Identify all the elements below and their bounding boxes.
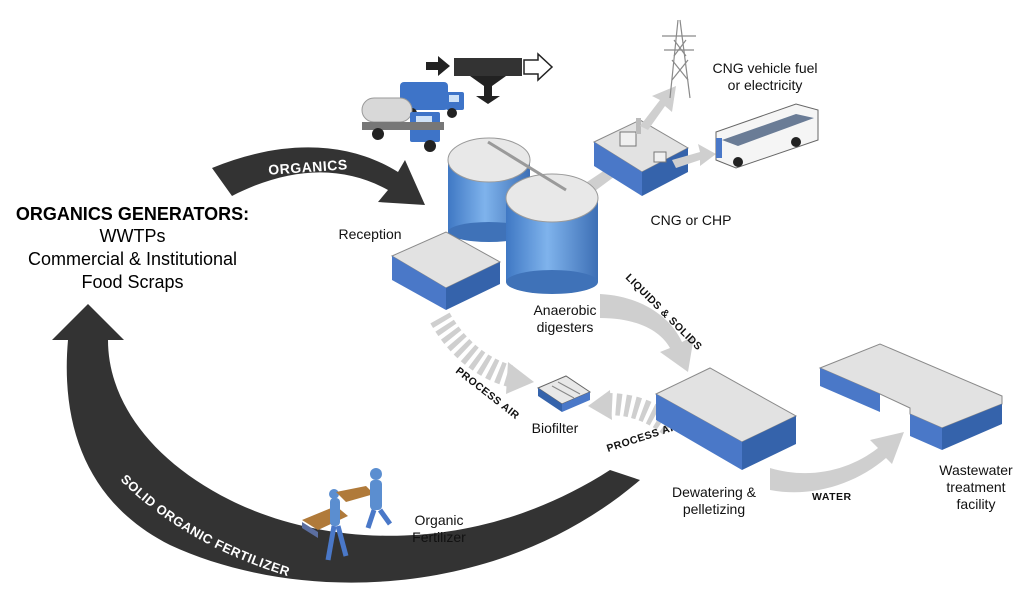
cng-chp-building [592,118,690,196]
anaerobic-label-line2: digesters [536,319,594,335]
water-arrow: WATER [770,432,904,503]
organics-arrow: ORGANICS [212,147,425,205]
generator-item-commercial: Commercial & Institutional [27,249,238,269]
generator-item-food-scraps: Food Scraps [81,272,184,292]
anaerobic-digester-tank-2 [487,140,599,294]
generators-title: ORGANICS GENERATORS: [15,204,250,224]
wastewater-treatment-building [818,343,1003,450]
electricity-arrow [640,86,676,130]
cng-vehicle-fuel-label: CNG vehicle fuel or electricity [710,60,820,94]
dewatering-line1: Dewatering & [671,484,757,500]
cng-vehicle-line1: CNG vehicle fuel [712,60,818,76]
water-label: WATER [812,491,852,503]
wwtp-line3: facility [956,496,996,512]
wwtp-line1: Wastewater [939,462,1013,478]
wastewater-facility-label: Wastewater treatment facility [934,462,1018,513]
organics-generators-block: ORGANICS GENERATORS: WWTPs Commercial & … [0,203,265,294]
biofilter-icon [536,375,592,412]
separator-symbol-icon [426,52,554,104]
anaerobic-label-line1: Anaerobic [533,302,597,318]
power-tower-icon [662,19,696,99]
reception-label: Reception [338,226,402,242]
fertilizer-line2: Fertilizer [412,529,466,545]
anaerobic-digesters-label: Anaerobic digesters [520,302,610,336]
organics-arrow-label: ORGANICS [268,156,348,178]
dewatering-line2: pelletizing [682,501,746,517]
reception-building [390,231,502,310]
cng-vehicle-line2: or electricity [727,77,803,93]
fertilizer-line1: Organic [414,512,464,528]
liquids-solids-arrow: LIQUIDS & SOLIDS [600,272,704,372]
cng-chp-label: CNG or CHP [650,212,732,228]
biofilter-label: Biofilter [531,420,579,436]
organic-fertilizer-label: Organic Fertilizer [400,512,478,546]
bus-icon [715,103,819,169]
dewatering-label: Dewatering & pelletizing [664,484,764,518]
dewatering-building [654,367,798,470]
solid-fertilizer-arrow: SOLID ORGANIC FERTILIZER [52,304,640,583]
workers-wheelbarrow-icon [302,468,393,561]
generator-item-wwtps: WWTPs [99,226,166,246]
tanker-truck-icon [361,97,444,152]
vehicle-fuel-arrow [672,144,716,168]
wwtp-line2: treatment [946,479,1006,495]
